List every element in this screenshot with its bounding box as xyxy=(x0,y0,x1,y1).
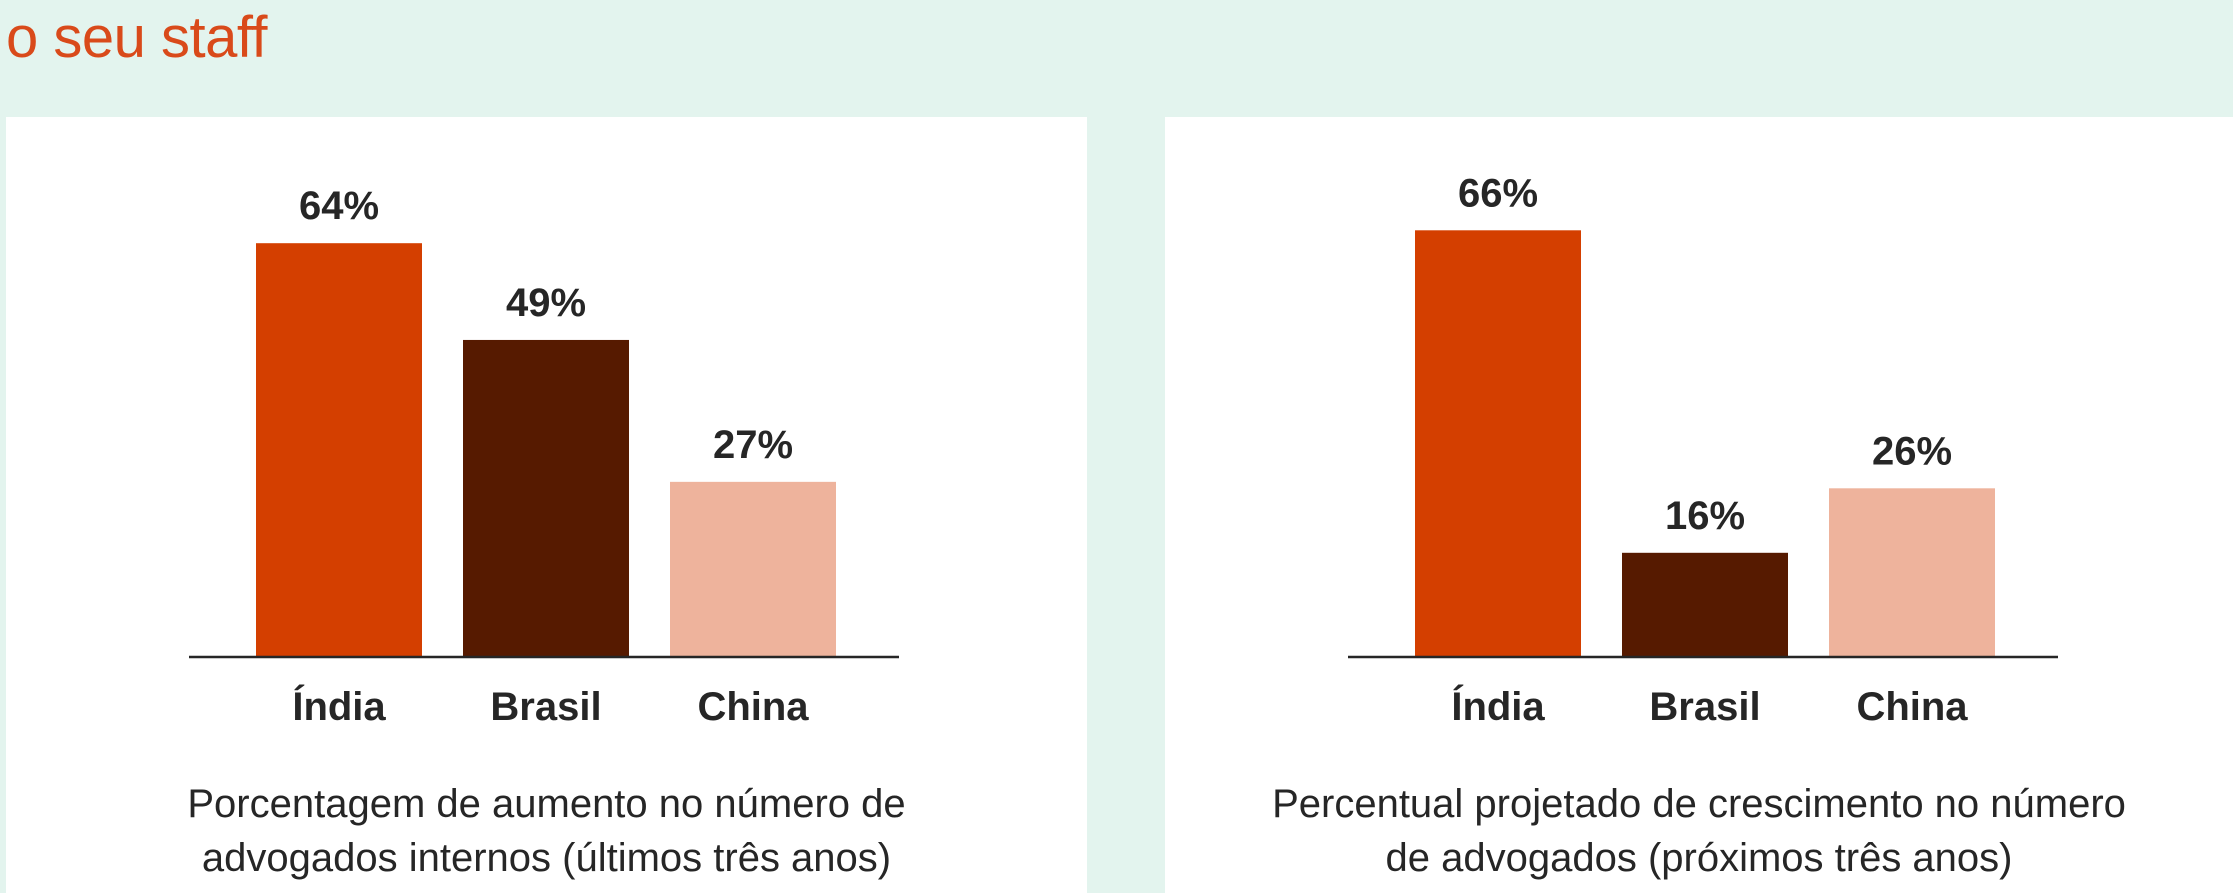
category-label: China xyxy=(1856,685,1968,729)
category-label: Brasil xyxy=(1649,685,1760,729)
bar xyxy=(1622,552,1788,656)
data-label: 49% xyxy=(506,281,586,325)
caption-line: Porcentagem de aumento no número de xyxy=(187,782,906,826)
data-label: 27% xyxy=(713,423,793,467)
bar-chart-left: 64% Índia 49% Brasil 27% China xyxy=(189,184,899,729)
caption-line: advogados internos (últimos três anos) xyxy=(201,836,892,880)
page-title: o seu staff xyxy=(6,5,268,70)
data-label: 64% xyxy=(299,184,379,228)
category-label: Índia xyxy=(292,684,386,729)
bar xyxy=(1415,230,1581,657)
chart-caption-left: Porcentagem de aumento no número de advo… xyxy=(6,777,1087,885)
bar xyxy=(256,243,422,656)
bar xyxy=(670,481,836,656)
caption-line: de advogados (próximos três anos) xyxy=(1385,836,2013,880)
category-label: Índia xyxy=(1451,684,1545,729)
chart-panel-right: 66% Índia 16% Brasil 26% China Percentual pro… xyxy=(1165,117,2233,893)
data-label: 16% xyxy=(1665,494,1745,538)
category-label: Brasil xyxy=(490,685,601,729)
category-label: China xyxy=(697,685,809,729)
chart-caption-right: Percentual projetado de crescimento no n… xyxy=(1165,777,2233,885)
data-label: 26% xyxy=(1872,429,1952,473)
bar-chart-right: 66% Índia 16% Brasil 26% China xyxy=(1348,171,2058,729)
data-label: 66% xyxy=(1458,171,1538,215)
bar xyxy=(463,339,629,656)
chart-panel-left: 64% Índia 49% Brasil 27% China Porcentagem de… xyxy=(6,117,1087,893)
caption-line: Percentual projetado de crescimento no n… xyxy=(1272,782,2126,826)
bar xyxy=(1829,488,1995,656)
